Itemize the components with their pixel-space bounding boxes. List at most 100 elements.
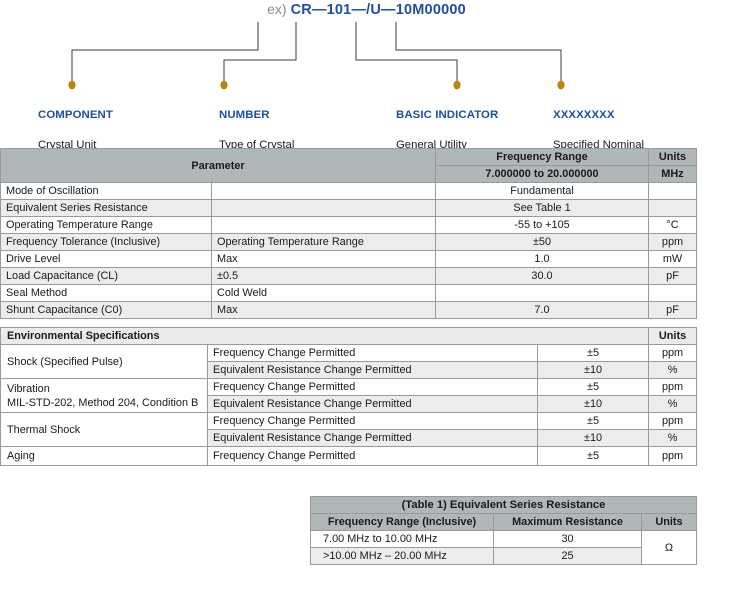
table-row: Equivalent Resistance Change Permitted ±…: [0, 429, 698, 447]
param-name: Load Capacitance (CL): [0, 267, 212, 285]
callout-basic-indicator: BASIC INDICATOR General Utility: [396, 93, 498, 167]
param-name: Shunt Capacitance (C0): [0, 301, 212, 319]
param-qualifier: [211, 216, 436, 234]
param-value: 1.0: [435, 250, 649, 268]
param-units: mW: [648, 250, 697, 268]
callout-description: Type of Crystal: [219, 138, 295, 151]
env-value: ±10: [536, 395, 650, 413]
esr-units: Ω: [641, 530, 697, 565]
table-row: Thermal Shock Frequency Change Permitted…: [0, 412, 698, 447]
callout-component: COMPONENT Crystal Unit: [38, 93, 113, 167]
param-name: Operating Temperature Range: [0, 216, 212, 234]
env-criterion: Frequency Change Permitted: [207, 412, 538, 430]
param-units: pF: [648, 301, 697, 319]
param-value: [435, 284, 649, 302]
table-row: Equivalent Series Resistance See Table 1: [0, 199, 697, 217]
param-units: pF: [648, 267, 697, 285]
esr-resistance: 30: [493, 530, 642, 548]
esr-resistance: 25: [493, 547, 642, 565]
param-value: 7.0: [435, 301, 649, 319]
env-group-name: Thermal Shock: [7, 423, 81, 436]
param-value: See Table 1: [435, 199, 649, 217]
header-units: Units: [648, 148, 697, 166]
part-number-breakdown: ex) CR—101—/U—10M00000 COMPONENT Crystal…: [0, 0, 733, 165]
callout-heading: NUMBER: [219, 108, 270, 121]
param-qualifier: Max: [211, 250, 436, 268]
env-header-units: Units: [648, 327, 698, 345]
env-criterion: Frequency Change Permitted: [207, 446, 538, 466]
param-qualifier: [211, 199, 436, 217]
param-value: ±50: [435, 233, 649, 251]
header-frequency-range-value: 7.000000 to 20.000000: [435, 165, 649, 183]
esr-range: 7.00 MHz to 10.00 MHz: [310, 530, 494, 548]
part-number-code: CR—101—/U—10M00000: [290, 2, 466, 18]
param-value: 30.0: [435, 267, 649, 285]
env-group-name: Aging: [7, 450, 35, 462]
env-value: ±5: [536, 446, 650, 466]
table-row: Aging Frequency Change Permitted ±5 ppm: [0, 446, 698, 466]
env-units: %: [648, 361, 698, 379]
env-group-label: Thermal Shock: [0, 412, 208, 447]
header-parameter: Parameter: [0, 148, 436, 183]
param-qualifier: Max: [211, 301, 436, 319]
env-criterion: Equivalent Resistance Change Permitted: [207, 429, 538, 447]
parameter-specifications-table: Parameter Frequency Range Units 7.000000…: [0, 148, 697, 319]
esr-col-units: Units: [641, 513, 697, 531]
param-qualifier: Cold Weld: [211, 284, 436, 302]
param-units: [648, 284, 697, 302]
param-value: Fundamental: [435, 182, 649, 200]
table-row: Frequency Tolerance (Inclusive) Operatin…: [0, 233, 697, 251]
table-row: Operating Temperature Range -55 to +105 …: [0, 216, 697, 234]
callout-dot-icon: [220, 80, 228, 90]
env-criterion: Equivalent Resistance Change Permitted: [207, 361, 538, 379]
table-header-row: Parameter Frequency Range Units: [0, 148, 697, 183]
table-row: Vibration MIL-STD-202, Method 204, Condi…: [0, 378, 698, 413]
esr-range: >10.00 MHz – 20.00 MHz: [310, 547, 494, 565]
env-units: %: [648, 429, 698, 447]
callout-heading: XXXXXXXX: [553, 108, 615, 121]
esr-title-row: (Table 1) Equivalent Series Resistance: [310, 496, 697, 514]
callout-heading: COMPONENT: [38, 108, 113, 121]
table-row: Seal Method Cold Weld: [0, 284, 697, 302]
env-value: ±5: [536, 378, 650, 396]
table-row: Mode of Oscillation Fundamental: [0, 182, 697, 200]
env-criterion: Frequency Change Permitted: [207, 344, 538, 362]
esr-table: (Table 1) Equivalent Series Resistance F…: [310, 496, 697, 565]
esr-title: (Table 1) Equivalent Series Resistance: [310, 496, 697, 514]
table-row: Shock (Specified Pulse) Frequency Change…: [0, 344, 698, 379]
table-header-subrow: 7.000000 to 20.000000 MHz: [1, 165, 697, 183]
table-row: 7.00 MHz to 10.00 MHz 30 Ω: [310, 530, 697, 565]
param-name: Mode of Oscillation: [0, 182, 212, 200]
callout-description: Crystal Unit: [38, 138, 97, 151]
callout-description: General Utility: [396, 138, 467, 151]
table-row: >10.00 MHz – 20.00 MHz 25: [310, 547, 697, 565]
param-units: °C: [648, 216, 697, 234]
param-name: Drive Level: [0, 250, 212, 268]
param-units: [648, 199, 697, 217]
env-value: ±5: [536, 412, 650, 430]
callout-number: NUMBER Type of Crystal: [219, 93, 294, 167]
param-name: Equivalent Series Resistance: [0, 199, 212, 217]
env-units: %: [648, 395, 698, 413]
param-units: ppm: [648, 233, 697, 251]
environmental-specifications-table: Environmental Specifications Units Shock…: [0, 327, 698, 466]
table-row: Drive Level Max 1.0 mW: [0, 250, 697, 268]
param-value: -55 to +105: [435, 216, 649, 234]
esr-col-frequency-range: Frequency Range (Inclusive): [310, 513, 494, 531]
esr-col-max-resistance: Maximum Resistance: [493, 513, 642, 531]
env-group-label: Shock (Specified Pulse): [0, 344, 208, 379]
env-units: ppm: [648, 446, 698, 466]
table-row: Shunt Capacitance (C0) Max 7.0 pF: [0, 301, 697, 319]
env-criterion: Equivalent Resistance Change Permitted: [207, 395, 538, 413]
env-group-name: Shock (Specified Pulse): [7, 355, 123, 368]
env-header-title: Environmental Specifications: [0, 327, 650, 345]
env-group-label: Vibration MIL-STD-202, Method 204, Condi…: [0, 378, 208, 413]
env-group-label: Aging: [0, 446, 208, 466]
callout-dot-icon: [557, 80, 565, 90]
param-qualifier: ±0.5: [211, 267, 436, 285]
callout-dot-icon: [68, 80, 76, 90]
param-name: Frequency Tolerance (Inclusive): [0, 233, 212, 251]
env-value: ±10: [536, 361, 650, 379]
env-header-row: Environmental Specifications Units: [0, 327, 698, 345]
example-prefix-label: ex): [267, 1, 287, 17]
